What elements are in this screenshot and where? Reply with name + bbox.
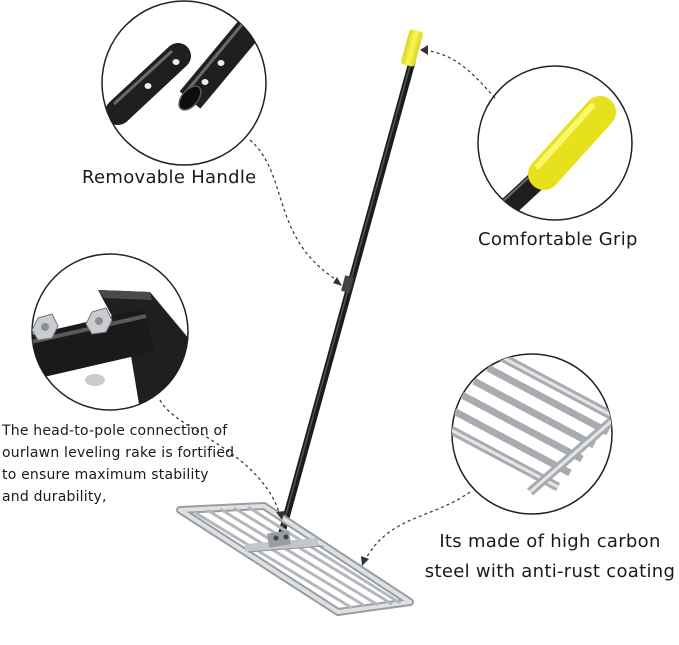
leader-grip: [424, 49, 496, 99]
steel-line-2: steel with anti-rust coating: [424, 561, 676, 582]
steel-line-1: Its made of high carbon: [439, 531, 661, 552]
leader-arrowheads: [276, 45, 428, 566]
connection-line-1: The head-to-pole connection of: [2, 423, 228, 439]
connection-description: The head-to-pole connection of ourlawn l…: [2, 420, 234, 508]
connection-line-4: and durability,: [2, 489, 107, 505]
leader-handle: [249, 139, 341, 283]
removable-handle-label: Removable Handle: [82, 167, 257, 188]
handle-detail-circle: [101, 0, 267, 166]
connection-line-3: to ensure maximum stability: [2, 467, 209, 483]
rake-pole: [277, 58, 416, 540]
connection-line-2: ourlawn leveling rake is fortified: [2, 445, 235, 461]
comfortable-grip-label: Comfortable Grip: [478, 229, 638, 250]
rake-head: [176, 502, 414, 616]
rake-grip: [401, 29, 423, 67]
leader-connection: [159, 399, 281, 516]
steel-detail-circle: [451, 353, 613, 515]
leader-lines: [159, 49, 496, 561]
grip-detail-circle: [477, 65, 633, 221]
steel-description: Its made of high carbon steel with anti-…: [420, 527, 679, 587]
connection-detail-circle: [31, 253, 189, 411]
